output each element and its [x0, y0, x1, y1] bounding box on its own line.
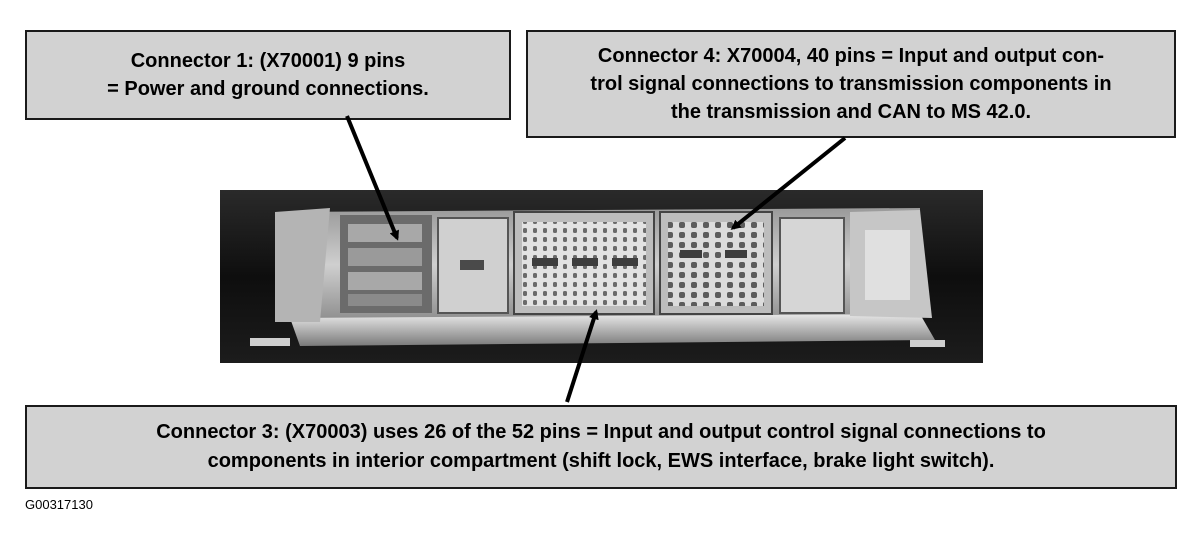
- callout-connector-1: Connector 1: (X70001) 9 pins = Power and…: [25, 30, 511, 120]
- control-module-photo: [220, 190, 983, 363]
- callout-connector-1-text: Connector 1: (X70001) 9 pins = Power and…: [107, 50, 429, 100]
- callout-connector-4-text: Connector 4: X70004, 40 pins = Input and…: [590, 45, 1112, 123]
- callout-connector-3: Connector 3: (X70003) uses 26 of the 52 …: [25, 405, 1177, 489]
- callout-connector-4: Connector 4: X70004, 40 pins = Input and…: [526, 30, 1176, 138]
- callout-connector-3-text: Connector 3: (X70003) uses 26 of the 52 …: [156, 421, 1046, 472]
- figure-id: G00317130: [25, 497, 93, 512]
